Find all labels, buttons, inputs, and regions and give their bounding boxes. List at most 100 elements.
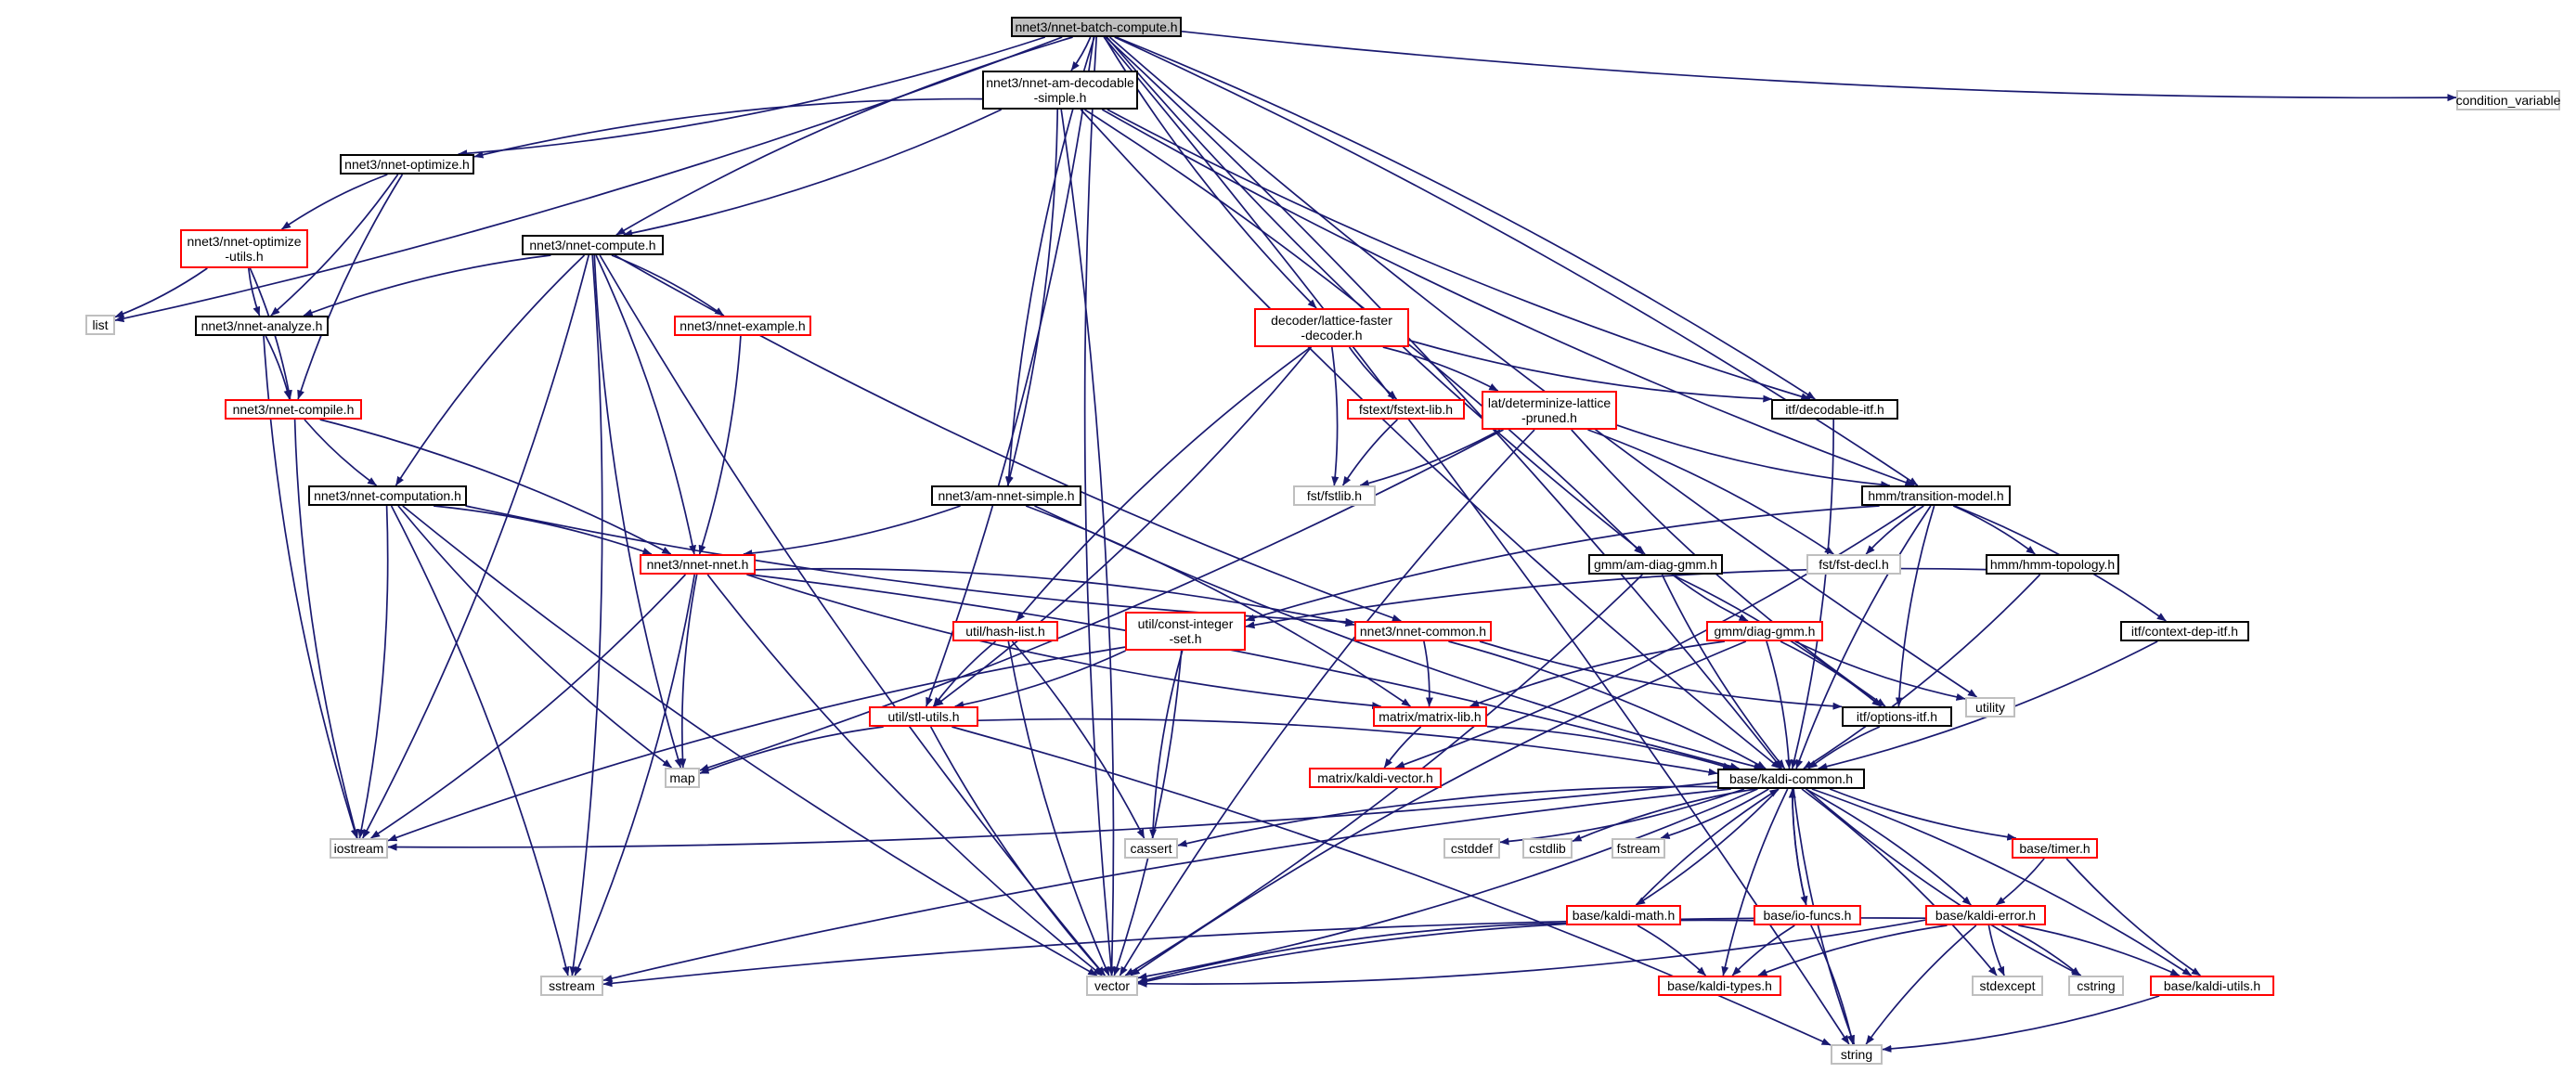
edge-iofuncs-to-kaldicommon <box>1788 788 1807 906</box>
edge-latfaster-to-decitf <box>1408 339 1773 403</box>
node-vector: vector <box>1086 976 1138 996</box>
edge-constint-to-stlutils <box>954 650 1126 709</box>
node-nnet[interactable]: nnet3/nnet-nnet.h <box>640 554 756 575</box>
node-kaldicommon[interactable]: base/kaldi-common.h <box>1717 769 1865 789</box>
node-example[interactable]: nnet3/nnet-example.h <box>674 316 811 336</box>
edge-nnet-to-kaldicommon <box>749 574 1740 770</box>
edge-amsimple-to-matrixlib <box>1025 505 1411 707</box>
node-box-optionsitf <box>1842 706 1952 727</box>
edge-analyze-to-compile <box>265 335 291 400</box>
edge-computation-to-sstream <box>390 505 570 976</box>
node-kaldivector[interactable]: matrix/kaldi-vector.h <box>1309 768 1442 788</box>
node-detlat[interactable]: lat/determinize-lattice-pruned.h <box>1482 391 1617 430</box>
edge-kaldimath-to-vector <box>1137 922 1567 984</box>
node-label-latfaster-0: decoder/lattice-faster <box>1271 313 1392 328</box>
node-box-string <box>1831 1044 1883 1065</box>
node-box-topology <box>1986 554 2119 575</box>
node-kaldiutils[interactable]: base/kaldi-utils.h <box>2150 976 2274 996</box>
edge-example-to-nnet <box>698 335 742 555</box>
node-computation[interactable]: nnet3/nnet-computation.h <box>308 485 467 506</box>
node-label-amdiag-0: gmm/am-diag-gmm.h <box>1594 557 1717 572</box>
node-transmodel[interactable]: hmm/transition-model.h <box>1861 485 2011 506</box>
node-label-compute-0: nnet3/nnet-compute.h <box>529 238 655 252</box>
node-map: map <box>665 768 700 788</box>
node-box-detlat <box>1482 391 1617 430</box>
node-box-kaldicommon <box>1717 769 1865 789</box>
edge-optutils-to-list <box>114 267 208 318</box>
node-label-list-0: list <box>92 317 108 332</box>
node-constint[interactable]: util/const-integer-set.h <box>1125 612 1246 651</box>
edge-kaldicommon-to-cstring <box>1806 788 2082 976</box>
node-topology[interactable]: hmm/hmm-topology.h <box>1986 554 2119 575</box>
node-optimize[interactable]: nnet3/nnet-optimize.h <box>340 154 474 175</box>
node-box-cassert <box>1124 838 1178 859</box>
node-label-map-0: map <box>669 770 694 785</box>
edge-latfaster-to-detlat <box>1382 346 1499 392</box>
node-compile[interactable]: nnet3/nnet-compile.h <box>225 399 362 420</box>
node-common[interactable]: nnet3/nnet-common.h <box>1354 621 1492 641</box>
node-analyze[interactable]: nnet3/nnet-analyze.h <box>195 316 329 336</box>
node-amdiag[interactable]: gmm/am-diag-gmm.h <box>1588 554 1723 575</box>
edge-root-to-list <box>114 36 1063 323</box>
edge-transmodel-to-topology <box>1952 505 2036 555</box>
node-label-common-0: nnet3/nnet-common.h <box>1360 624 1486 639</box>
node-decitf[interactable]: itf/decodable-itf.h <box>1771 399 1898 420</box>
node-box-cstddef <box>1443 838 1500 859</box>
edge-kaldicommon-to-kaldierror <box>1805 788 1972 906</box>
edge-decitf-to-kaldicommon <box>1791 419 1835 769</box>
node-label-optionsitf-0: itf/options-itf.h <box>1857 709 1937 724</box>
node-amdec[interactable]: nnet3/nnet-am-decodable-simple.h <box>982 71 1138 110</box>
edge-root-to-utility <box>1108 36 1977 698</box>
node-kaldimath[interactable]: base/kaldi-math.h <box>1566 905 1681 925</box>
node-label-sstream-0: sstream <box>549 978 595 993</box>
node-iofuncs[interactable]: base/io-funcs.h <box>1754 905 1861 925</box>
node-compute[interactable]: nnet3/nnet-compute.h <box>522 235 664 255</box>
node-box-diaggmm <box>1706 621 1823 641</box>
node-latfaster[interactable]: decoder/lattice-faster-decoder.h <box>1254 308 1409 347</box>
node-optionsitf[interactable]: itf/options-itf.h <box>1842 706 1952 727</box>
node-label-fstdecl-0: fst/fst-decl.h <box>1819 557 1888 572</box>
edge-optimize-to-compile <box>297 174 404 400</box>
node-hashlist[interactable]: util/hash-list.h <box>952 621 1058 641</box>
node-root[interactable]: nnet3/nnet-batch-compute.h <box>1011 17 1182 37</box>
edge-amsimple-to-nnet <box>743 505 961 558</box>
node-kaldierror[interactable]: base/kaldi-error.h <box>1925 905 2046 925</box>
node-list: list <box>85 315 115 335</box>
node-label-stdexcept-0: stdexcept <box>1980 978 2036 993</box>
edge-hashlist-to-cassert <box>1011 640 1146 839</box>
edge-kaldicommon-to-kaldimath <box>1636 788 1780 906</box>
edge-matrixlib-to-kaldivector <box>1383 726 1422 769</box>
node-label-matrixlib-0: matrix/matrix-lib.h <box>1379 709 1481 724</box>
edge-kaldicommon-to-vector <box>1137 788 1758 980</box>
node-timer[interactable]: base/timer.h <box>2012 838 2098 859</box>
node-box-utility <box>1965 697 2015 717</box>
node-kalditypes[interactable]: base/kaldi-types.h <box>1658 976 1781 996</box>
edge-nnet-to-sstream <box>574 574 696 976</box>
node-box-condvar <box>2456 90 2560 110</box>
node-amsimple[interactable]: nnet3/am-nnet-simple.h <box>931 485 1081 506</box>
edge-transmodel-to-kaldicommon <box>1795 505 1932 769</box>
node-box-ctxdep <box>2120 621 2249 641</box>
node-fstextlib[interactable]: fstext/fstext-lib.h <box>1347 399 1465 420</box>
edge-amdec-to-compute <box>623 109 1003 238</box>
node-stlutils[interactable]: util/stl-utils.h <box>869 706 978 727</box>
edge-optutils-to-analyze <box>247 267 261 317</box>
edge-root-to-decitf <box>1115 36 1816 400</box>
node-label-cassert-0: cassert <box>1130 841 1171 856</box>
edge-constint-to-iostream <box>387 646 1126 842</box>
node-box-root <box>1011 17 1182 37</box>
node-label-kaldiutils-0: base/kaldi-utils.h <box>2164 978 2260 993</box>
edge-nnet-to-vector <box>706 574 1103 976</box>
edge-optimize-to-optutils <box>281 174 388 230</box>
node-box-nnet <box>640 554 756 575</box>
node-matrixlib[interactable]: matrix/matrix-lib.h <box>1373 706 1487 727</box>
edge-iofuncs-to-string <box>1810 924 1855 1045</box>
node-label-kaldierror-0: base/kaldi-error.h <box>1935 908 2036 923</box>
edge-transmodel-to-fstdecl <box>1865 505 1924 555</box>
node-label-optutils-1: -utils.h <box>225 249 263 264</box>
node-box-timer <box>2012 838 2098 859</box>
node-optutils[interactable]: nnet3/nnet-optimize-utils.h <box>180 229 308 268</box>
edge-root-to-amdec <box>1070 36 1092 71</box>
node-ctxdep[interactable]: itf/context-dep-itf.h <box>2120 621 2249 641</box>
node-diaggmm[interactable]: gmm/diag-gmm.h <box>1706 621 1823 641</box>
